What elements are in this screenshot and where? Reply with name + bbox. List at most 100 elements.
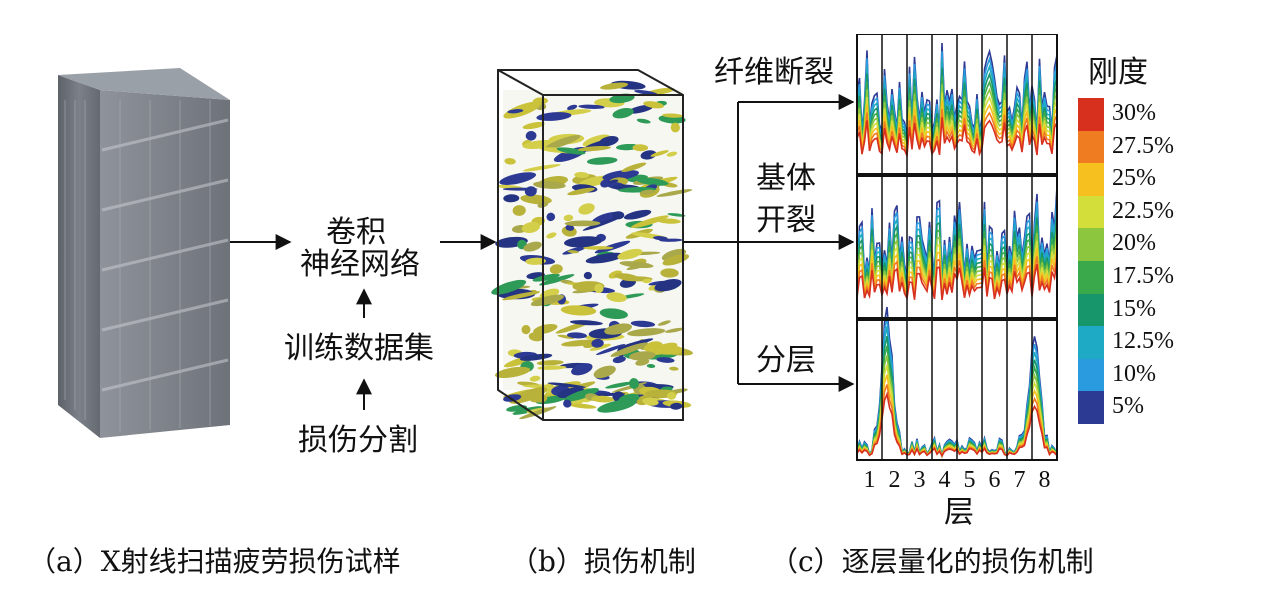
damage-blob	[563, 388, 599, 402]
damage-blob	[629, 351, 656, 361]
damage-blob	[599, 308, 628, 320]
legend-label: 30%	[1112, 100, 1156, 126]
damage-blob	[567, 250, 579, 254]
damage-blob	[499, 172, 537, 185]
damage-blob	[594, 283, 604, 294]
damage-blob	[629, 378, 639, 389]
damage-blob	[621, 162, 647, 173]
damage-blob	[608, 179, 619, 184]
damage-blob	[583, 271, 592, 280]
damage-blob	[560, 305, 597, 316]
damage-blob	[634, 89, 658, 96]
damage-blob	[630, 320, 656, 328]
damage-blob	[602, 169, 640, 181]
damage-blob	[653, 345, 684, 355]
damage-blob	[640, 150, 657, 160]
damage-blob	[546, 232, 557, 239]
damage-blob	[582, 217, 618, 231]
matrix-crack-label-2: 开裂	[756, 203, 816, 238]
damage-blob	[521, 325, 531, 335]
damage-blob	[657, 320, 671, 326]
legend-swatch	[1078, 358, 1104, 392]
damage-blob	[645, 399, 659, 406]
damage-blob	[507, 109, 524, 114]
legend-swatch	[1078, 293, 1104, 327]
damage-blob	[646, 363, 656, 369]
damage-blob	[569, 320, 603, 326]
layer-tick-label: 7	[1013, 467, 1026, 493]
legend-swatch	[1078, 326, 1104, 359]
damage-blob	[606, 292, 627, 303]
damage-blob	[578, 203, 595, 215]
damage-blob	[643, 101, 664, 109]
damage-blob	[537, 365, 567, 370]
legend-swatch	[1078, 98, 1104, 131]
damage-blob	[650, 150, 669, 157]
damage-blob	[547, 382, 586, 388]
damage-blob	[635, 358, 650, 366]
damage-blob	[549, 264, 563, 275]
delamination-label: 分层	[756, 343, 816, 378]
damage-blob	[667, 213, 686, 217]
layer-tick-label: 1	[863, 467, 876, 493]
damage-blob	[574, 171, 590, 179]
damage-blob	[557, 387, 585, 399]
legend-swatch	[1078, 130, 1104, 164]
legend-swatch	[1078, 195, 1104, 229]
damage-blob	[664, 327, 685, 333]
damage-blob	[528, 332, 544, 342]
damage-blob	[569, 403, 597, 409]
damage-blob	[519, 406, 557, 420]
layer-tick-label: 4	[938, 467, 951, 493]
damage-blob	[536, 112, 572, 121]
damage-blob	[578, 104, 605, 109]
damage-blob	[589, 343, 611, 351]
damage-blob	[539, 274, 575, 286]
legend-label: 27.5%	[1112, 132, 1174, 159]
layer-axis-label: 层	[944, 495, 974, 530]
legend-swatch	[1078, 163, 1104, 196]
legend-label: 20%	[1112, 230, 1156, 257]
damage-blob	[566, 104, 578, 111]
specimen-image	[58, 68, 230, 438]
legend-title: 刚度	[1088, 55, 1148, 90]
cnn-label: 卷积	[326, 215, 386, 250]
damage-blob	[640, 189, 656, 195]
damage-blob	[659, 238, 683, 242]
cnn-label-2: 神经网络	[300, 247, 420, 282]
damage-blob	[529, 375, 541, 382]
damage-blob	[656, 357, 675, 363]
damage-blob	[593, 365, 616, 379]
damage-blob	[567, 187, 595, 196]
damage-blob	[563, 214, 574, 222]
damage-blob	[512, 205, 526, 216]
fiber-breakage-label: 纤维断裂	[714, 55, 834, 90]
damage-blob	[557, 334, 575, 339]
damage-blob	[636, 177, 669, 186]
damage-blob	[564, 236, 603, 248]
damage-blob	[657, 218, 681, 224]
damage-blob	[669, 366, 679, 371]
damage-blob	[564, 220, 601, 227]
damage-blob	[619, 261, 654, 269]
damage-blob	[491, 279, 527, 295]
damage-blob	[571, 363, 593, 376]
legend-swatch	[1078, 391, 1104, 424]
legend-swatch	[1078, 261, 1104, 294]
damage-blob	[662, 113, 684, 118]
damage-blob	[609, 93, 635, 104]
legend-label: 22.5%	[1112, 197, 1174, 224]
caption-b: （b）损伤机制	[510, 545, 696, 578]
legend-label: 15%	[1112, 295, 1156, 322]
damage-blob	[583, 246, 614, 250]
damage-blob	[666, 151, 678, 157]
caption-c: （c）逐层量化的损伤机制	[770, 545, 1094, 578]
damage-blob	[670, 402, 683, 410]
caption-a: （a）X射线扫描疲劳损伤试样	[28, 545, 401, 578]
damage-blob	[530, 294, 565, 307]
damage-blob	[494, 366, 531, 378]
layer-tick-label: 6	[988, 467, 1001, 493]
damage-blob	[544, 134, 581, 150]
damage-blob	[533, 181, 566, 189]
